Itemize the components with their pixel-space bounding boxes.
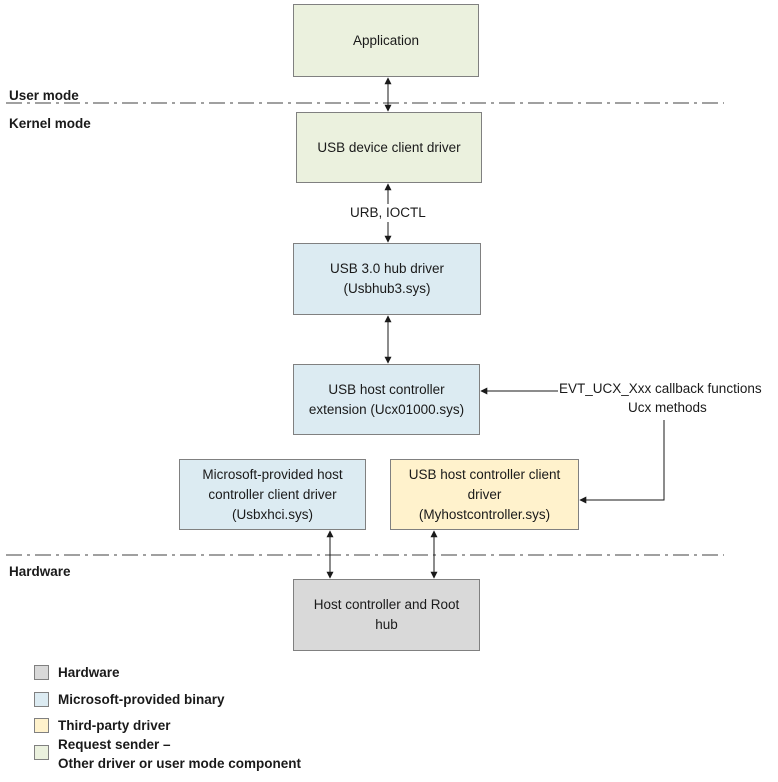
legend-label-third-party: Third-party driver bbox=[58, 718, 171, 733]
hub-driver-label-line1: USB 3.0 hub driver bbox=[329, 261, 445, 276]
host-controller-label-line2: hub bbox=[375, 617, 398, 632]
third-party-client-node: USB host controller client driver (Myhos… bbox=[390, 459, 579, 530]
ucx-node: USB host controller extension (Ucx01000.… bbox=[293, 364, 480, 435]
hardware-zone-label: Hardware bbox=[9, 564, 71, 579]
legend-label-hardware: Hardware bbox=[58, 665, 120, 680]
third-party-label-line1: USB host controller client bbox=[408, 466, 561, 482]
legend-label-microsoft: Microsoft-provided binary bbox=[58, 692, 225, 707]
hub-driver-label-line2: (Usbhub3.sys) bbox=[343, 281, 431, 296]
host-controller-label-line1: Host controller and Root bbox=[313, 597, 460, 612]
legend-label-request-sender-line2: Other driver or user mode component bbox=[58, 756, 302, 771]
ucx-label-line1: USB host controller bbox=[328, 381, 445, 397]
application-label: Application bbox=[352, 32, 420, 48]
client-driver-label: USB device client driver bbox=[317, 139, 461, 155]
user-mode-label: User mode bbox=[9, 88, 79, 103]
third-party-label-line2: driver bbox=[467, 486, 502, 502]
host-controller-node: Host controller and Root hub bbox=[293, 579, 480, 651]
legend-swatch-microsoft bbox=[34, 692, 49, 707]
client-driver-node: USB device client driver bbox=[296, 112, 482, 183]
hub-driver-node: USB 3.0 hub driver (Usbhub3.sys) bbox=[293, 243, 481, 315]
urb-ioctl-label: URB, IOCTL bbox=[350, 205, 426, 220]
ucx-label-line2: extension (Ucx01000.sys) bbox=[308, 401, 465, 417]
callbacks-label: EVT_UCX_Xxx callback functions bbox=[559, 381, 762, 396]
ucx-methods-arrow bbox=[579, 420, 665, 504]
kernel-mode-label: Kernel mode bbox=[9, 116, 91, 131]
ms-client-driver-node: Microsoft-provided host controller clien… bbox=[179, 459, 366, 530]
ms-client-label-line3: (Usbxhci.sys) bbox=[231, 506, 313, 522]
legend-label-request-sender: Request sender – bbox=[58, 737, 171, 752]
application-node: Application bbox=[293, 4, 479, 77]
legend-swatch-hardware bbox=[34, 665, 49, 680]
ms-client-label-line1: Microsoft-provided host bbox=[202, 466, 343, 482]
legend-swatch-third-party bbox=[34, 718, 49, 733]
ucx-methods-label: Ucx methods bbox=[628, 400, 707, 415]
legend-swatch-request-sender bbox=[34, 745, 49, 760]
ms-client-label-line2: controller client driver bbox=[208, 486, 337, 502]
third-party-label-line3: (Myhostcontroller.sys) bbox=[418, 506, 551, 522]
